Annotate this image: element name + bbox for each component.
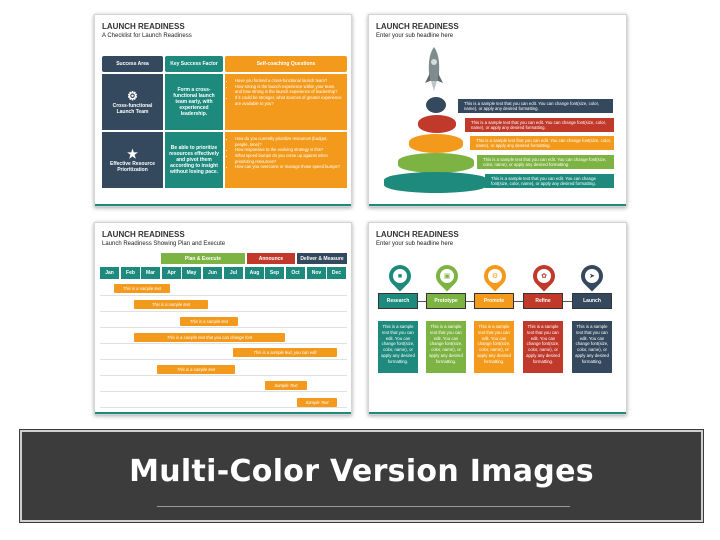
task-bar[interactable]: Sample Text	[297, 398, 337, 407]
month-oct: Oct	[286, 267, 305, 279]
team-icon: ⚙	[127, 89, 138, 103]
step-text-prototype: This is a sample text that you can edit.…	[426, 321, 466, 373]
step-label-promote: Promote	[474, 293, 514, 309]
area-label: Effective Resource Prioritization	[109, 161, 156, 173]
rocket-icon	[425, 47, 443, 91]
step-label-research: Research	[378, 293, 418, 309]
accent-line	[95, 204, 351, 206]
task-bar[interactable]: This is a sample text	[114, 284, 170, 293]
month-nov: Nov	[307, 267, 326, 279]
step-text-launch: This is a sample text that you can edit.…	[572, 321, 612, 373]
promote-icon: ⚙	[488, 269, 502, 283]
step-label-prototype: Prototype	[426, 293, 466, 309]
slide-rocket-pyramid[interactable]: LAUNCH READINESS Enter your sub headline…	[368, 14, 627, 207]
phase-plan-execute: Plan & Execute	[161, 253, 245, 264]
step-text-promote: This is a sample text that you can edit.…	[474, 321, 514, 373]
header-key-success-factor: Key Success Factor	[165, 56, 223, 72]
slide-title: LAUNCH READINESS	[102, 22, 185, 31]
row1-questions: Have you formed a cross-functional launc…	[225, 74, 347, 130]
row2-area: ★ Effective Resource Prioritization	[102, 132, 163, 188]
task-bar[interactable]: This is a sample text	[180, 317, 238, 326]
row2-questions: How do you currently prioritize resource…	[225, 132, 347, 188]
month-apr: Apr	[162, 267, 181, 279]
header-success-area: Success Area	[102, 56, 163, 72]
gantt-row	[100, 361, 347, 376]
step-text-research: This is a sample text that you can edit.…	[378, 321, 418, 373]
slide-title: LAUNCH READINESS	[376, 22, 459, 31]
accent-line	[369, 204, 626, 206]
resource-icon: ★	[127, 147, 138, 161]
row1-factor: Form a cross-functional launch team earl…	[165, 74, 223, 130]
gantt-row	[100, 377, 347, 392]
accent-line	[369, 412, 626, 414]
header-self-coaching: Self-coaching Questions	[225, 56, 347, 72]
tier-3	[409, 134, 463, 153]
question: What speed bumps do you come up against …	[235, 153, 342, 164]
phase-deliver-measure: Deliver & Measure	[297, 253, 347, 264]
gantt-row	[100, 313, 347, 328]
month-aug: Aug	[245, 267, 264, 279]
research-icon: ■	[393, 269, 407, 283]
slide-title: LAUNCH READINESS	[376, 230, 459, 239]
slide-subtitle: Launch Readiness Showing Plan and Execut…	[102, 241, 226, 247]
month-sep: Sep	[265, 267, 284, 279]
step-text-refine: This is a sample text that you can edit.…	[523, 321, 563, 373]
gantt-row	[100, 393, 347, 408]
refine-icon: ✿	[537, 269, 551, 283]
slide-subtitle: A Checklist for Launch Readiness	[102, 33, 192, 39]
slide-checklist[interactable]: LAUNCH READINESS A Checklist for Launch …	[94, 14, 352, 207]
tier-5	[384, 172, 488, 193]
tier-1	[426, 97, 446, 113]
question: If it could be stronger, what sources of…	[235, 95, 342, 106]
month-dec: Dec	[327, 267, 346, 279]
step-label-launch: Launch	[572, 293, 612, 309]
gantt-row	[100, 329, 347, 344]
row1-area: ⚙ Cross-functional Launch Team	[102, 74, 163, 130]
tier-4	[398, 153, 474, 173]
slide-title: LAUNCH READINESS	[102, 230, 185, 239]
banner-1: This is a sample text that you can edit.…	[458, 99, 613, 113]
slide-subtitle: Enter your sub headline here	[376, 33, 454, 39]
month-jun: Jun	[203, 267, 222, 279]
footer-banner: Multi-Color Version Images	[19, 429, 704, 523]
launch-icon: ➤	[585, 269, 599, 283]
area-label: Cross-functional Launch Team	[112, 103, 153, 115]
step-label-refine: Refine	[523, 293, 563, 309]
month-jan: Jan	[100, 267, 119, 279]
task-bar[interactable]: This is a sample text	[157, 365, 235, 374]
month-jul: Jul	[224, 267, 243, 279]
question: How strong is the launch experience with…	[235, 84, 342, 95]
question: How do you currently prioritize resource…	[235, 136, 342, 147]
prototype-icon: ▣	[440, 269, 454, 283]
banner-4: This is a sample text that you can edit.…	[477, 155, 614, 169]
slide-process-steps[interactable]: LAUNCH READINESS Enter your sub headline…	[368, 222, 627, 415]
task-bar[interactable]: This is a sample text, you can edit	[233, 348, 337, 357]
question: How can you overcome or manage those spe…	[235, 164, 342, 170]
month-mar: Mar	[141, 267, 160, 279]
row2-factor: Be able to prioritize resources effectiv…	[165, 132, 223, 188]
banner-3: This is a sample text that you can edit.…	[470, 136, 614, 150]
gantt-row	[100, 345, 347, 360]
banner-5: This is a sample text that you can edit.…	[485, 174, 614, 188]
task-bar[interactable]: This is a sample text that you can chang…	[134, 333, 285, 342]
gantt-row	[100, 281, 347, 296]
question: Have you formed a cross-functional launc…	[235, 78, 342, 84]
task-bar[interactable]: Sample Text	[265, 381, 307, 390]
phase-announce: Announce	[247, 253, 295, 264]
gantt-row	[100, 297, 347, 312]
footer-underline	[157, 506, 570, 507]
slide-subtitle: Enter your sub headline here	[376, 241, 454, 247]
banner-2: This is a sample text that you can edit.…	[465, 118, 614, 132]
tier-2	[418, 115, 456, 133]
month-may: May	[182, 267, 201, 279]
footer-title: Multi-Color Version Images	[129, 454, 594, 489]
question: How responsive to the evolving strategy …	[235, 147, 342, 153]
accent-line	[95, 412, 351, 414]
task-bar[interactable]: This is a sample text	[134, 300, 208, 309]
month-feb: Feb	[121, 267, 140, 279]
